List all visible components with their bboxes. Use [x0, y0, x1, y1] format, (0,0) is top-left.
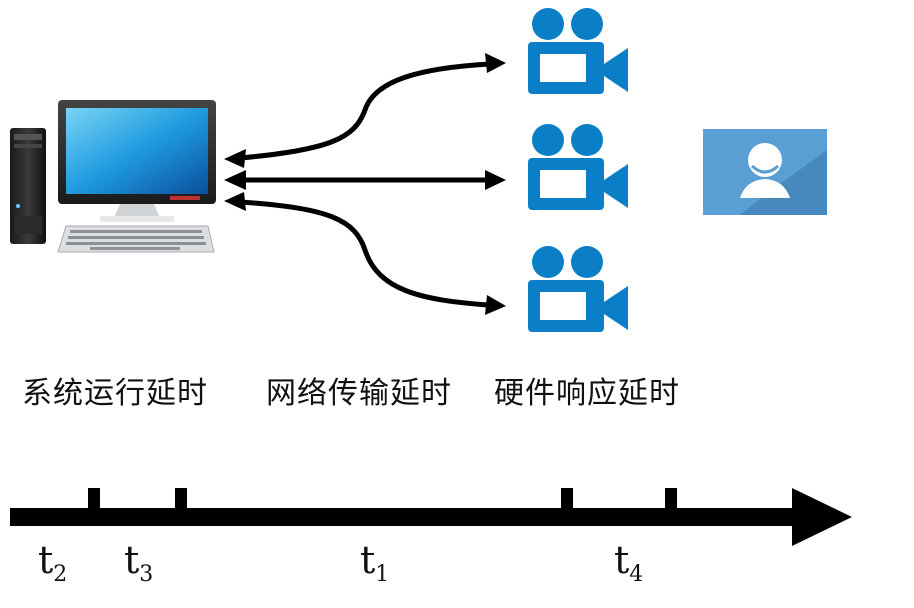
arrow-heads	[224, 53, 506, 315]
label-network-delay: 网络传输延时	[266, 376, 452, 411]
desktop-computer-icon	[10, 100, 216, 253]
tick-mark	[175, 488, 187, 510]
arrow-to-camera-top	[239, 61, 491, 161]
tick-mark	[88, 488, 100, 510]
video-camera-icon	[528, 8, 628, 94]
timeline-arrowhead	[792, 488, 852, 546]
timeline-label-t4: t4	[614, 538, 644, 587]
arrowhead-left-middle	[224, 170, 246, 190]
video-camera-icon	[528, 124, 628, 210]
timeline-axis	[10, 488, 852, 546]
timeline-label-t1: t1	[360, 538, 390, 587]
arrowhead-right-bottom	[485, 295, 506, 315]
arrowhead-left-top	[224, 149, 246, 168]
tick-mark	[561, 488, 573, 510]
tick-mark	[665, 488, 677, 510]
connection-arrows	[239, 61, 491, 308]
timeline-label-t3: t3	[124, 538, 154, 587]
arrowhead-left-bottom	[224, 192, 246, 211]
arrowhead-right-middle	[485, 170, 506, 190]
timeline-label-t2: t2	[38, 538, 68, 587]
arrow-to-camera-bottom	[239, 199, 489, 308]
arrowhead-right-top	[485, 53, 506, 73]
user-avatar-icon	[703, 129, 827, 215]
label-system-delay: 系统运行延时	[22, 376, 208, 411]
label-hardware-delay: 硬件响应延时	[494, 376, 680, 411]
video-camera-icon	[528, 246, 628, 332]
